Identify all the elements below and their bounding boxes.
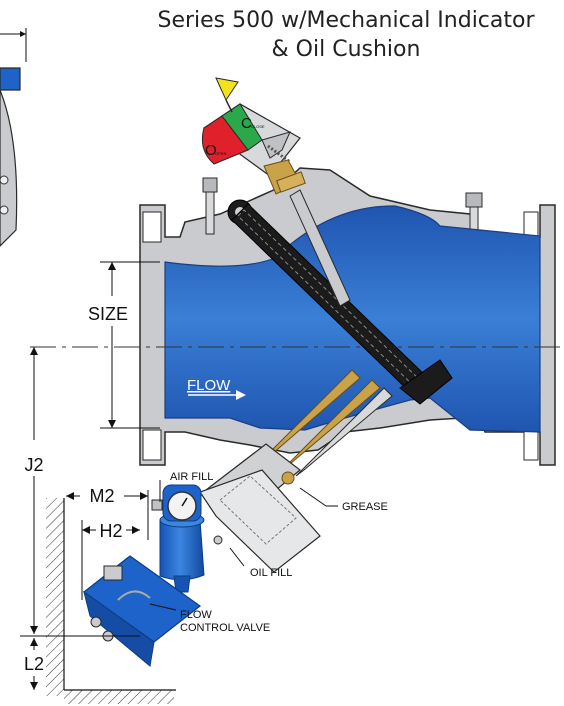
j2-dimension <box>20 347 140 637</box>
oil-fill-label: OIL FILL <box>250 567 292 579</box>
size-dimension <box>100 261 160 429</box>
h2-label: H2 <box>99 521 122 541</box>
air-fill-label: AIR FILL <box>170 471 213 483</box>
title-line-1: Series 500 w/Mechanical Indicator <box>157 8 535 33</box>
air-fill-plug <box>151 499 163 511</box>
title-line-2: & Oil Cushion <box>272 37 421 62</box>
indicator-close-word: CLOSE <box>251 124 265 129</box>
left-partial-valve <box>0 28 27 247</box>
m2-label: M2 <box>89 486 114 506</box>
grease-label: GREASE <box>342 501 388 513</box>
indicator-close-letter: C <box>241 115 252 132</box>
m2-dimension <box>66 490 149 540</box>
mechanical-indicator <box>201 77 306 195</box>
flow-arrow <box>188 390 246 400</box>
cushion-housing <box>199 443 321 573</box>
j2-label: J2 <box>24 455 43 475</box>
flow-control-valve <box>82 555 202 667</box>
flow-control-valve-label-1: FLOW <box>180 609 212 621</box>
wall-floor-hatch <box>46 498 176 704</box>
oil-cylinder <box>159 512 205 593</box>
l2-dimension <box>30 638 38 690</box>
indicator-open-letter: O <box>205 142 217 159</box>
pressure-gauge <box>162 484 202 522</box>
indicator-open-word: OPEN <box>215 151 226 156</box>
disc-arm <box>227 199 453 405</box>
cushion-rods <box>261 369 393 477</box>
h2-dimension <box>81 520 140 600</box>
callout-leaders <box>149 480 338 611</box>
indicator-stem <box>289 189 351 307</box>
flow-control-valve-label-2: CONTROL VALVE <box>180 622 270 634</box>
l2-label: L2 <box>24 654 44 674</box>
flow-label: FLOW <box>187 377 231 394</box>
size-label: SIZE <box>88 304 128 324</box>
